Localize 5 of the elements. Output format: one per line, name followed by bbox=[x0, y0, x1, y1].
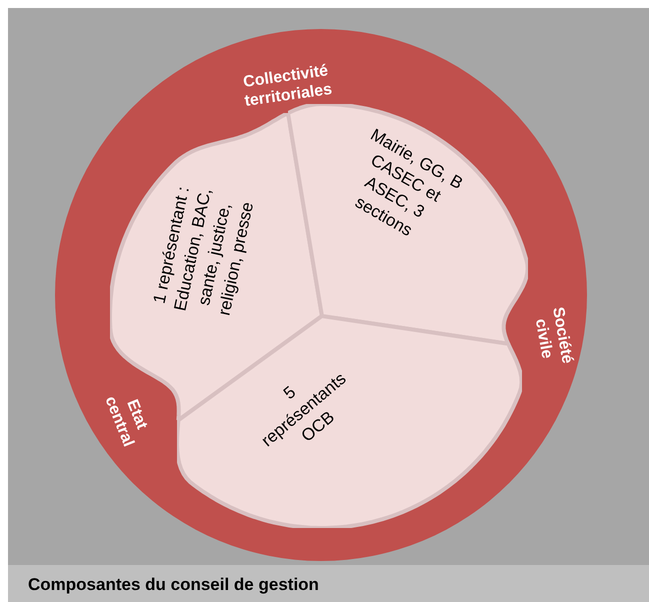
caption: Composantes du conseil de gestion bbox=[28, 575, 319, 595]
pie-segment bbox=[288, 104, 528, 344]
ring-label: Société civile bbox=[530, 304, 577, 367]
pie-segment bbox=[177, 316, 522, 528]
ring-label: Collectivité territoriales bbox=[241, 61, 334, 112]
